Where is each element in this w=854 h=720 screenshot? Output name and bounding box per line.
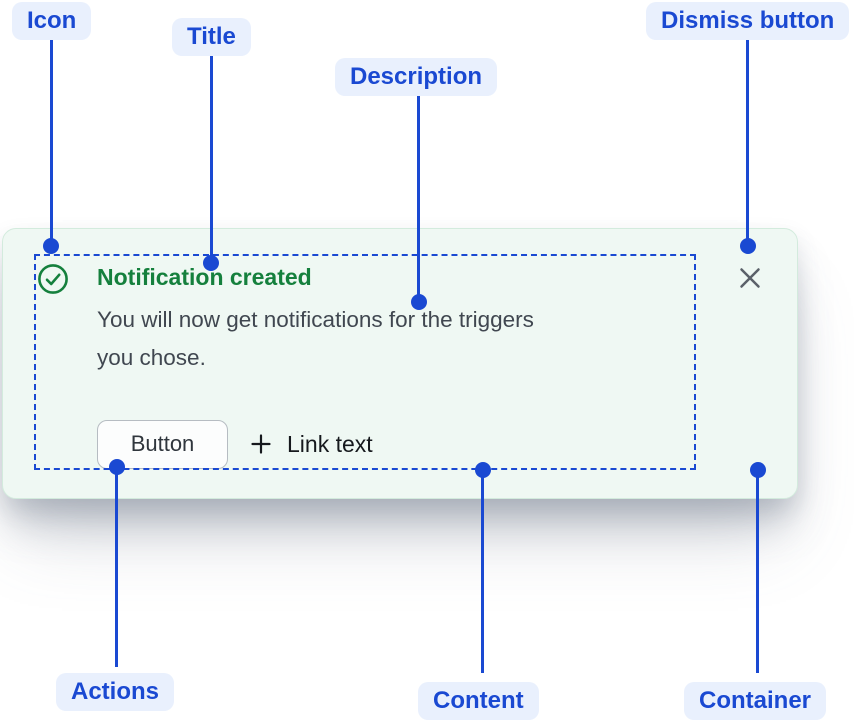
icon-callout-dot xyxy=(43,238,59,254)
container-callout-line xyxy=(756,473,759,673)
plus-icon xyxy=(248,431,274,457)
title-callout-line xyxy=(210,56,213,257)
actions-callout-line xyxy=(115,470,118,667)
title-callout-label: Title xyxy=(172,18,251,56)
icon-callout-line xyxy=(50,40,53,240)
notification-description: You will now get notifications for the t… xyxy=(97,301,534,377)
content-callout-line xyxy=(481,473,484,673)
description-callout-dot xyxy=(411,294,427,310)
icon-callout-label: Icon xyxy=(12,2,92,40)
actions-callout-label: Actions xyxy=(56,673,175,711)
description-callout-label: Description xyxy=(335,58,498,96)
actions-callout-dot xyxy=(109,459,125,475)
description-callout-line xyxy=(417,96,420,296)
content-callout-dot xyxy=(475,462,491,478)
dismiss-callout-line xyxy=(746,40,749,240)
title-callout-dot xyxy=(203,255,219,271)
description-line-2: you chose. xyxy=(97,345,206,370)
dismiss-callout-label: Dismiss button xyxy=(646,2,850,40)
success-check-circle-icon xyxy=(37,263,69,295)
container-callout-label: Container xyxy=(684,682,827,720)
action-link[interactable]: Link text xyxy=(248,431,373,458)
description-line-1: You will now get notifications for the t… xyxy=(97,307,534,332)
actions-row: Button Link text xyxy=(97,419,373,469)
dismiss-button[interactable] xyxy=(733,261,767,295)
notification-container: Notification created You will now get no… xyxy=(2,228,798,499)
container-callout-dot xyxy=(750,462,766,478)
close-icon xyxy=(737,265,763,291)
action-link-label: Link text xyxy=(287,430,373,457)
content-callout-label: Content xyxy=(418,682,539,720)
dismiss-callout-dot xyxy=(740,238,756,254)
